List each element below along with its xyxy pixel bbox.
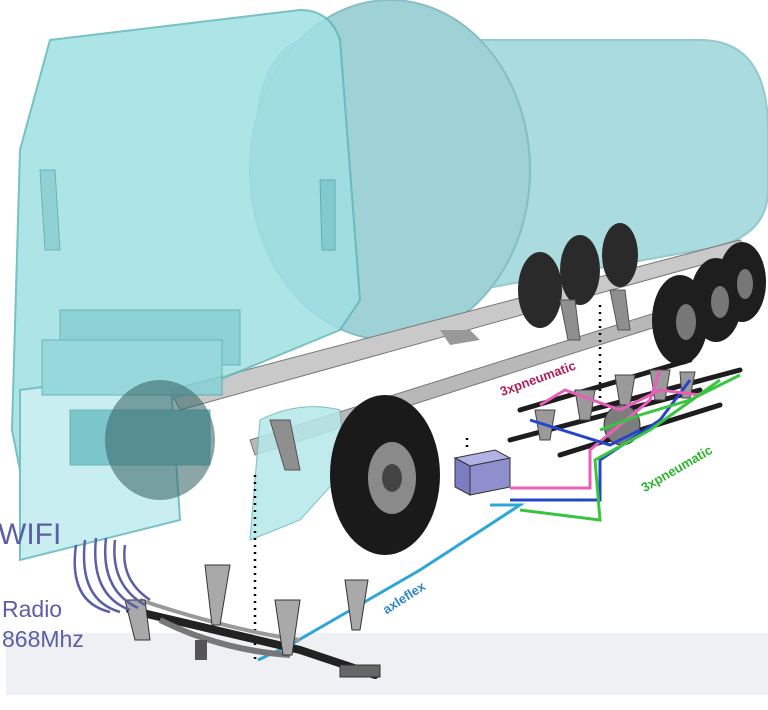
pneumatic-lines — [510, 369, 741, 522]
wifi-label: WIFI — [0, 518, 62, 551]
sensor-box-icon — [453, 449, 512, 496]
rear-wheels — [518, 223, 766, 365]
radio-label-line2: 868Mhz — [2, 626, 84, 652]
wifi-signal-icon — [73, 537, 151, 614]
floor-shadow — [6, 633, 768, 695]
axleflex-cable — [257, 503, 526, 662]
radio-label: Radio 868Mhz — [2, 594, 84, 654]
front-wheel — [105, 380, 440, 555]
radio-label-line1: Radio — [2, 596, 63, 622]
dotted-leaders — [253, 305, 602, 660]
chassis-brackets — [269, 289, 631, 471]
leaf-spring-icon — [124, 564, 381, 679]
